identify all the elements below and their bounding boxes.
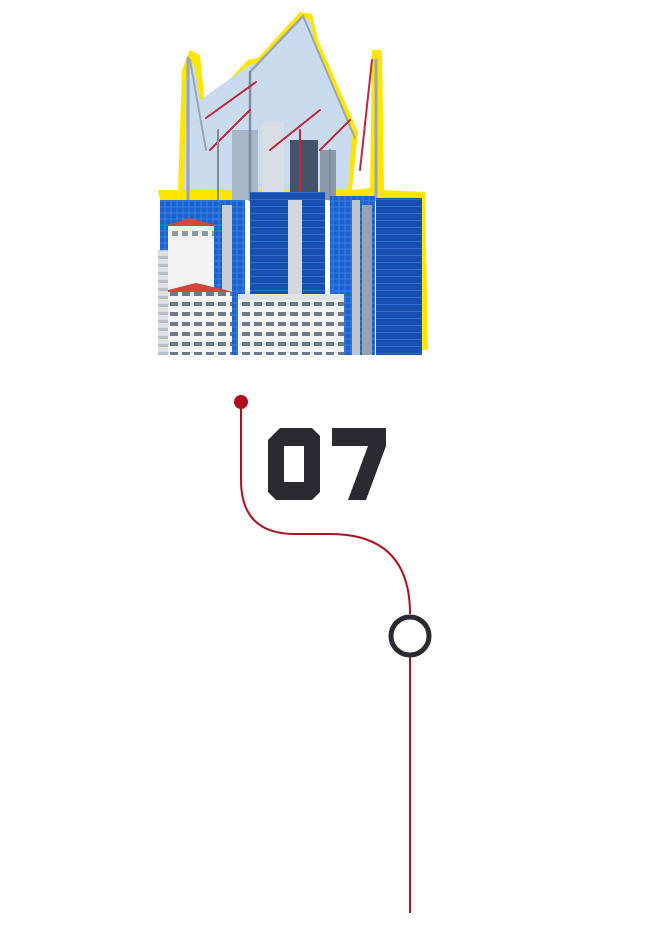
digit-seven [332,428,386,500]
scaffold-tower [376,198,422,355]
timeline-line [240,402,411,615]
digit-zero [268,428,320,500]
step-number-glyphs [268,428,386,500]
crane-graphics [186,14,378,202]
white-building [160,290,232,355]
timeline-start-dot [234,395,248,409]
timeline-connector [234,395,432,913]
grey-building [158,250,168,355]
construction-site-image [158,12,428,355]
white-building [238,296,344,355]
timeline-node-ring [388,614,432,658]
step-number: 07 [262,410,402,510]
